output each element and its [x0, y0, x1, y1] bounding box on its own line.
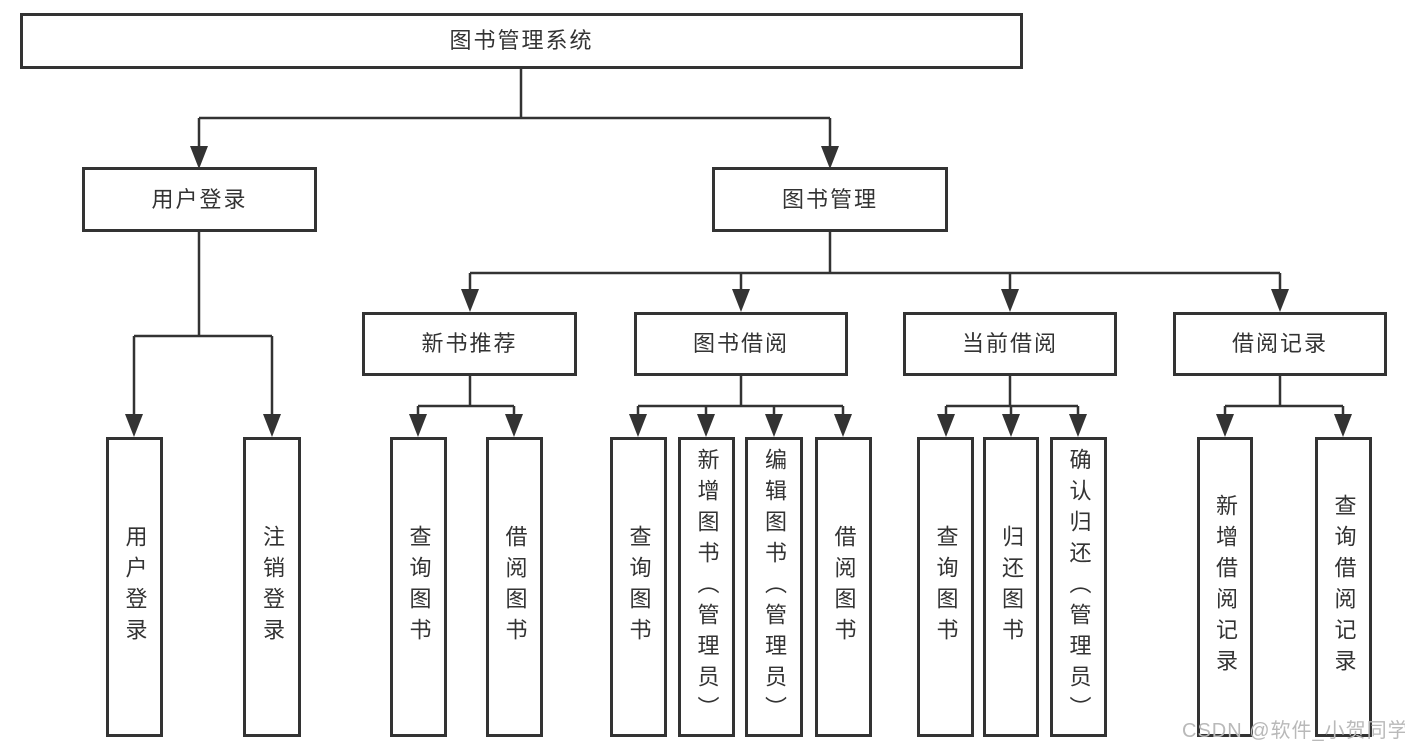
node-bb-query-books: 查询图书 [610, 437, 667, 737]
node-bb-borrow-books: 借阅图书 [815, 437, 872, 737]
node-nb-query-books: 查询图书 [390, 437, 447, 737]
node-current-borrow: 当前借阅 [903, 312, 1117, 376]
node-nb-borrow-books: 借阅图书 [486, 437, 543, 737]
node-new-book-recommend: 新书推荐 [362, 312, 577, 376]
node-cb-return-books: 归还图书 [983, 437, 1039, 737]
node-book-management: 图书管理 [712, 167, 948, 232]
watermark: CSDN @软件_小贺同学 [1182, 720, 1405, 742]
node-book-borrow: 图书借阅 [634, 312, 848, 376]
node-user-login: 用户登录 [106, 437, 163, 737]
node-user-login-branch: 用户登录 [82, 167, 317, 232]
arrowheads [125, 146, 1352, 437]
node-cb-query-books: 查询图书 [917, 437, 974, 737]
node-borrow-records: 借阅记录 [1173, 312, 1387, 376]
node-logout: 注销登录 [243, 437, 301, 737]
node-br-add-record: 新增借阅记录 [1197, 437, 1253, 737]
node-cb-confirm-return: 确认归还（管理员） [1050, 437, 1107, 737]
node-bb-add-books: 新增图书（管理员） [678, 437, 735, 737]
node-root: 图书管理系统 [20, 13, 1023, 69]
node-bb-edit-books: 编辑图书（管理员） [745, 437, 803, 737]
node-br-query-record: 查询借阅记录 [1315, 437, 1372, 737]
connector-segments [132, 69, 1345, 431]
